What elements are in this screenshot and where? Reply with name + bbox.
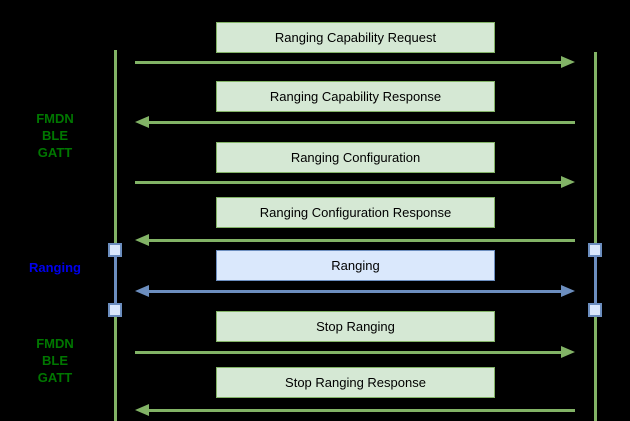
arrow-right-icon [135,55,575,68]
arrow-right-icon [135,175,575,188]
message-box-ranging-capability-request: Ranging Capability Request [216,22,495,53]
ranging-activation-right [594,250,597,310]
left-lifeline [114,50,117,421]
arrow-left-icon [135,115,575,128]
activation-endpoint-icon [108,243,122,257]
message-box-stop-ranging-response: Stop Ranging Response [216,367,495,398]
right-lifeline [594,52,597,421]
activation-endpoint-icon [588,303,602,317]
message-box-ranging-configuration: Ranging Configuration [216,142,495,173]
arrow-bidirectional-icon [135,284,575,297]
arrow-left-icon [135,403,575,416]
message-box-ranging: Ranging [216,250,495,281]
arrow-left-icon [135,233,575,246]
ranging-activation-left [114,250,117,310]
message-box-ranging-capability-response: Ranging Capability Response [216,81,495,112]
message-box-stop-ranging: Stop Ranging [216,311,495,342]
activation-endpoint-icon [588,243,602,257]
section-label-fmdn-ble-gatt-bottom: FMDN BLE GATT [36,336,74,385]
arrow-right-icon [135,345,575,358]
section-label-fmdn-ble-gatt-top: FMDN BLE GATT [36,111,74,160]
activation-endpoint-icon [108,303,122,317]
message-box-ranging-configuration-response: Ranging Configuration Response [216,197,495,228]
section-label-ranging: Ranging [29,260,81,275]
